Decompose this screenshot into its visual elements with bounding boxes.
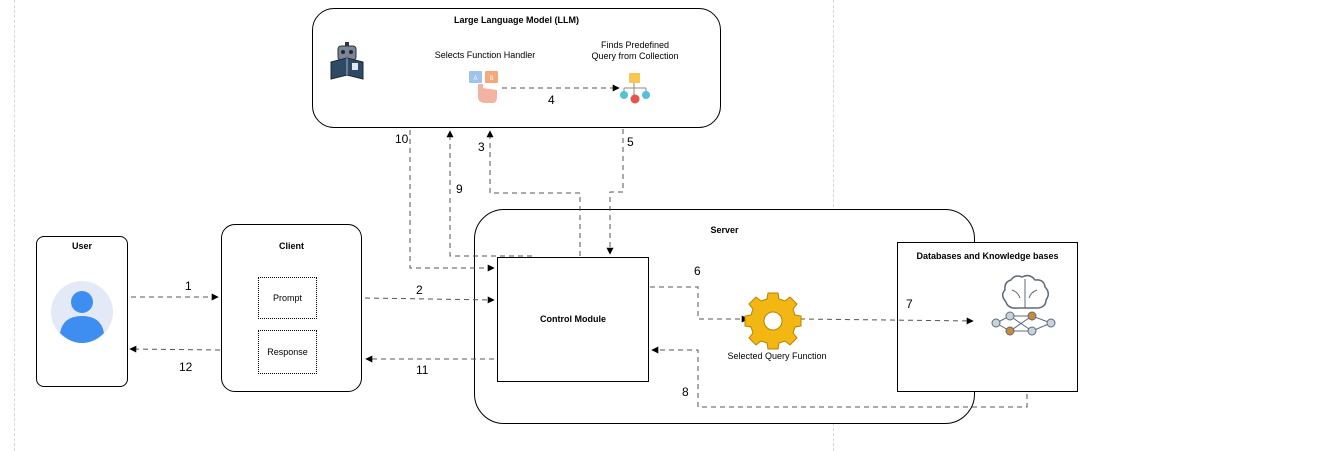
step-7: 7 (906, 297, 913, 311)
page-guide-left (14, 0, 15, 451)
selects-function-label: Selects Function Handler (434, 50, 536, 60)
control-module-label: Control Module (540, 314, 606, 324)
arrow-12 (129, 345, 221, 353)
step-3: 3 (478, 140, 485, 154)
prompt-label: Prompt (272, 293, 302, 303)
server-title: Server (710, 225, 739, 235)
step-9: 9 (456, 182, 463, 196)
finds-query-label-line2: Query from Collection (591, 51, 679, 61)
step-11: 11 (416, 363, 429, 377)
control-module-box[interactable] (497, 257, 649, 382)
databases-title: Databases and Knowledge bases (916, 251, 1059, 261)
step-2: 2 (416, 283, 423, 297)
response-box[interactable] (258, 330, 317, 374)
step-12: 12 (179, 360, 193, 374)
step-5: 5 (627, 135, 634, 149)
client-title: Client (278, 241, 304, 251)
step-6: 6 (694, 264, 701, 278)
step-8: 8 (682, 385, 689, 399)
response-label: Response (267, 347, 308, 357)
user-box[interactable] (36, 236, 128, 387)
query-function-label: Selected Query Function (727, 351, 827, 361)
step-10: 10 (395, 132, 409, 146)
prompt-box[interactable] (258, 277, 317, 319)
step-4: 4 (548, 93, 555, 107)
llm-title: Large Language Model (LLM) (454, 15, 579, 25)
step-1: 1 (185, 279, 192, 293)
llm-box[interactable] (312, 8, 721, 128)
finds-query-label-line1: Finds Predefined (600, 40, 670, 50)
user-title: User (71, 241, 92, 251)
databases-box[interactable] (897, 242, 1078, 392)
